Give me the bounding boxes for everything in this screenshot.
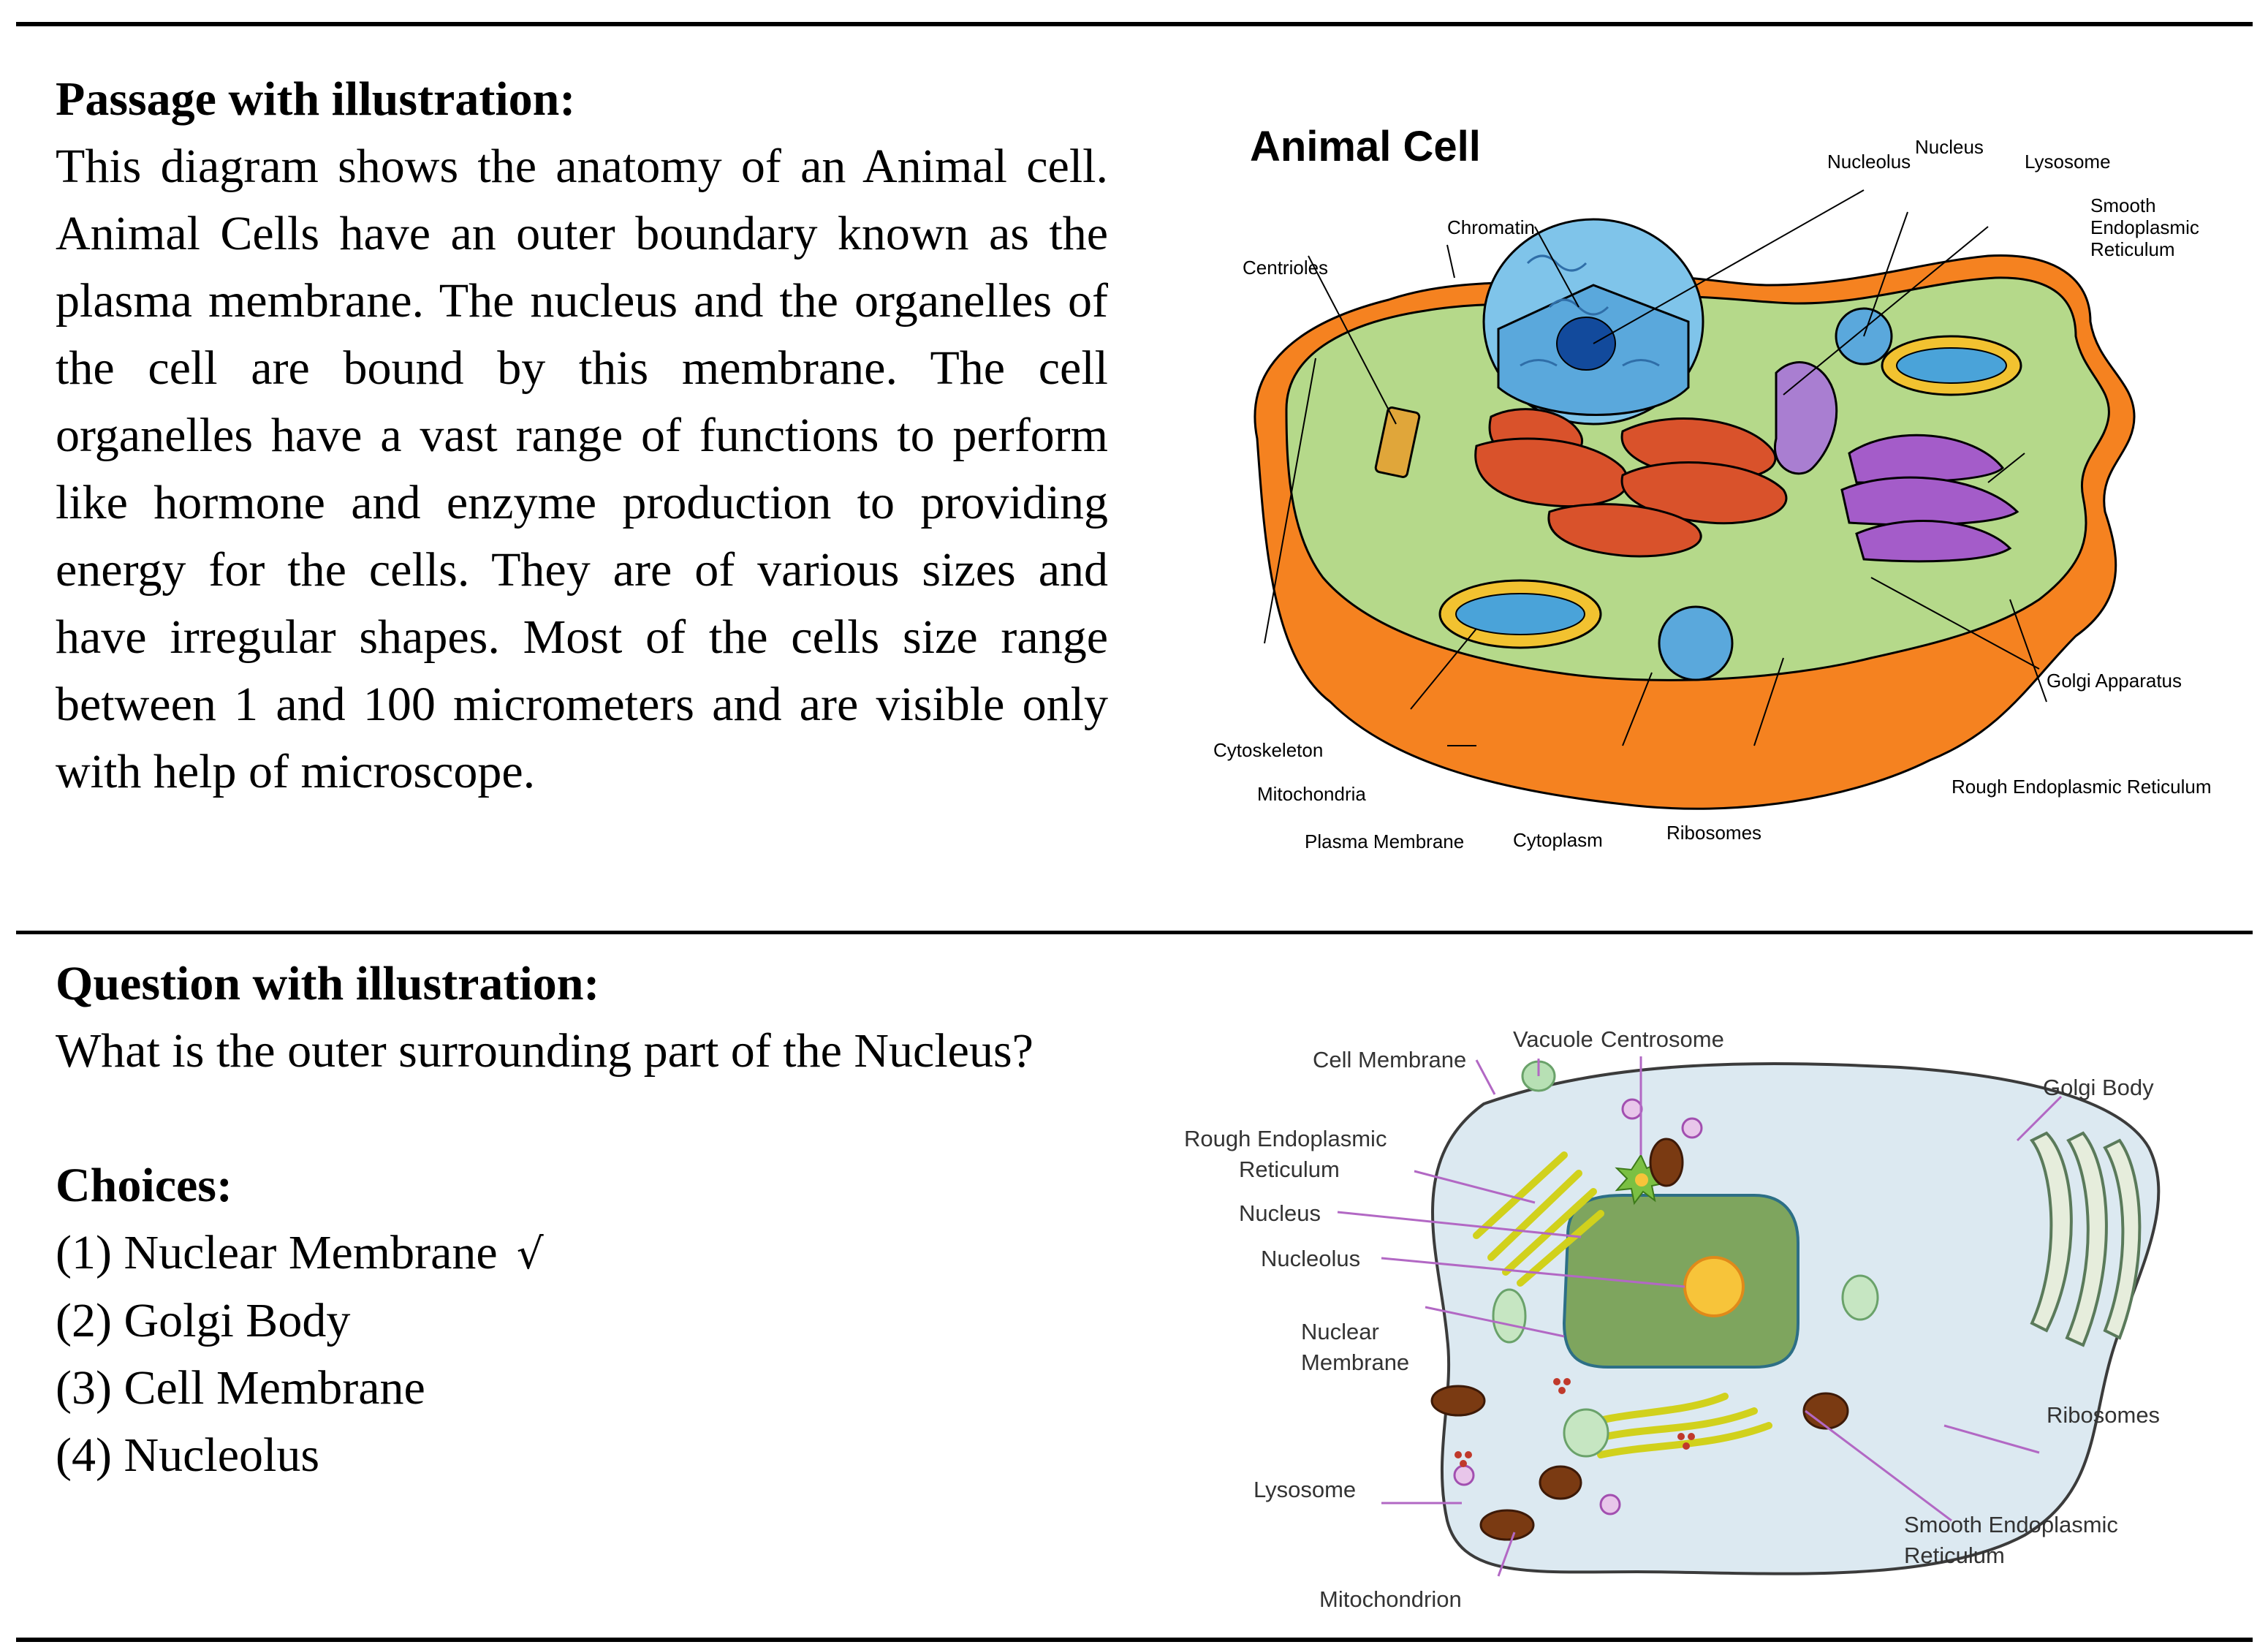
nucleolus-shape xyxy=(1683,1256,1745,1317)
spacer xyxy=(56,1085,1108,1152)
label-nuclear-membrane-2: Membrane xyxy=(1301,1350,1409,1375)
nucleus-shape xyxy=(1482,218,1704,425)
label-rough-er-2: Reticulum xyxy=(1239,1157,1340,1182)
label-rough-er: Rough Endoplasmic Reticulum xyxy=(1952,776,2212,798)
choice-4[interactable]: (4) Nucleolus xyxy=(56,1422,1108,1489)
golgi-shape xyxy=(2029,1131,2142,1347)
label-smooth-er-3: Reticulum xyxy=(2090,238,2175,260)
centriole-shape xyxy=(1374,406,1421,478)
question-heading: Question with illustration: xyxy=(56,957,600,1010)
label-vacuole: Vacuole xyxy=(1513,1026,1593,1052)
bottom-rule xyxy=(16,1638,2253,1642)
vacuole-shape xyxy=(1492,1288,1527,1344)
mitochondrion-shape xyxy=(1430,1138,1849,1541)
passage-heading: Passage with illustration: xyxy=(56,72,576,126)
label-lysosome: Lysosome xyxy=(2025,151,2111,173)
label-cytoskeleton: Cytoskeleton xyxy=(1213,739,1323,761)
lysosome-shape xyxy=(1453,1098,1703,1515)
cell-diagram-figure: Vacuole Centrosome Cell Membrane Golgi B… xyxy=(1184,1026,2161,1612)
label-smooth-er-2: Reticulum xyxy=(1904,1543,2005,1568)
choice-2-label: (2) Golgi Body xyxy=(56,1294,351,1347)
label-nucleus: Nucleus xyxy=(1915,136,1984,158)
label-centrioles: Centrioles xyxy=(1243,257,1328,279)
label-mitochondrion: Mitochondrion xyxy=(1319,1586,1462,1612)
animal-cell-figure: Animal Cell xyxy=(1213,123,2212,852)
label-nuclear-membrane-1: Nuclear xyxy=(1301,1319,1379,1344)
label-centrosome: Centrosome xyxy=(1601,1026,1724,1052)
figure1-title: Animal Cell xyxy=(1250,123,1481,170)
label-nucleolus: Nucleolus xyxy=(1827,151,1911,173)
label-ribosomes: Ribosomes xyxy=(2047,1402,2160,1428)
label-ribosomes: Ribosomes xyxy=(1666,822,1761,844)
top-rule xyxy=(16,22,2253,26)
label-mitochondria: Mitochondria xyxy=(1257,783,1366,805)
passage-section: Passage with illustration: This diagram … xyxy=(56,66,1108,806)
choices-heading: Choices: xyxy=(56,1159,232,1212)
choice-1-label: (1) Nuclear Membrane xyxy=(56,1226,498,1279)
vacuole-shape xyxy=(1841,1274,1879,1321)
passage-body: This diagram shows the anatomy of an Ani… xyxy=(56,140,1108,798)
choice-4-label: (4) Nucleolus xyxy=(56,1428,320,1482)
ribosome-shape xyxy=(1455,1378,1695,1467)
rough-er-shape xyxy=(1474,408,1788,558)
vacuole-shape xyxy=(1563,1408,1609,1458)
figure2-leader-lines xyxy=(1337,1056,2063,1577)
choice-1[interactable]: (1) Nuclear Membrane √ xyxy=(56,1219,1108,1287)
correct-check-mark: √ xyxy=(516,1229,544,1279)
label-cell-membrane: Cell Membrane xyxy=(1313,1047,1466,1072)
label-chromatin: Chromatin xyxy=(1447,216,1535,238)
question-section: Question with illustration: What is the … xyxy=(56,950,1108,1489)
label-smooth-er-2: Endoplasmic xyxy=(2090,216,2199,238)
nucleus-shape xyxy=(1562,1194,1799,1369)
question-text: What is the outer surrounding part of th… xyxy=(56,1024,1034,1078)
mitochondrion-shape xyxy=(1881,335,2022,396)
label-nucleus: Nucleus xyxy=(1239,1200,1321,1226)
label-smooth-er-1: Smooth xyxy=(2090,194,2156,216)
mitochondrion-shape xyxy=(1438,579,1602,649)
smooth-er-shape xyxy=(1773,361,1838,475)
figure1-leader-lines xyxy=(1264,189,2047,746)
centrosome-core xyxy=(1635,1173,1648,1187)
choice-3[interactable]: (3) Cell Membrane xyxy=(56,1355,1108,1422)
label-rough-er-1: Rough Endoplasmic xyxy=(1184,1126,1387,1151)
choice-3-label: (3) Cell Membrane xyxy=(56,1361,425,1415)
label-golgi-body: Golgi Body xyxy=(2043,1075,2154,1100)
golgi-shape xyxy=(1840,434,2019,563)
label-golgi-apparatus: Golgi Apparatus xyxy=(2047,670,2182,692)
lysosome-shape xyxy=(1658,605,1734,681)
label-smooth-er-1: Smooth Endoplasmic xyxy=(1904,1512,2118,1537)
choice-2[interactable]: (2) Golgi Body xyxy=(56,1287,1108,1355)
label-cytoplasm: Cytoplasm xyxy=(1513,829,1603,851)
label-nucleolus: Nucleolus xyxy=(1261,1246,1360,1271)
middle-rule xyxy=(16,931,2253,934)
label-plasma-membrane: Plasma Membrane xyxy=(1305,830,1464,852)
label-lysosome: Lysosome xyxy=(1254,1477,1356,1502)
